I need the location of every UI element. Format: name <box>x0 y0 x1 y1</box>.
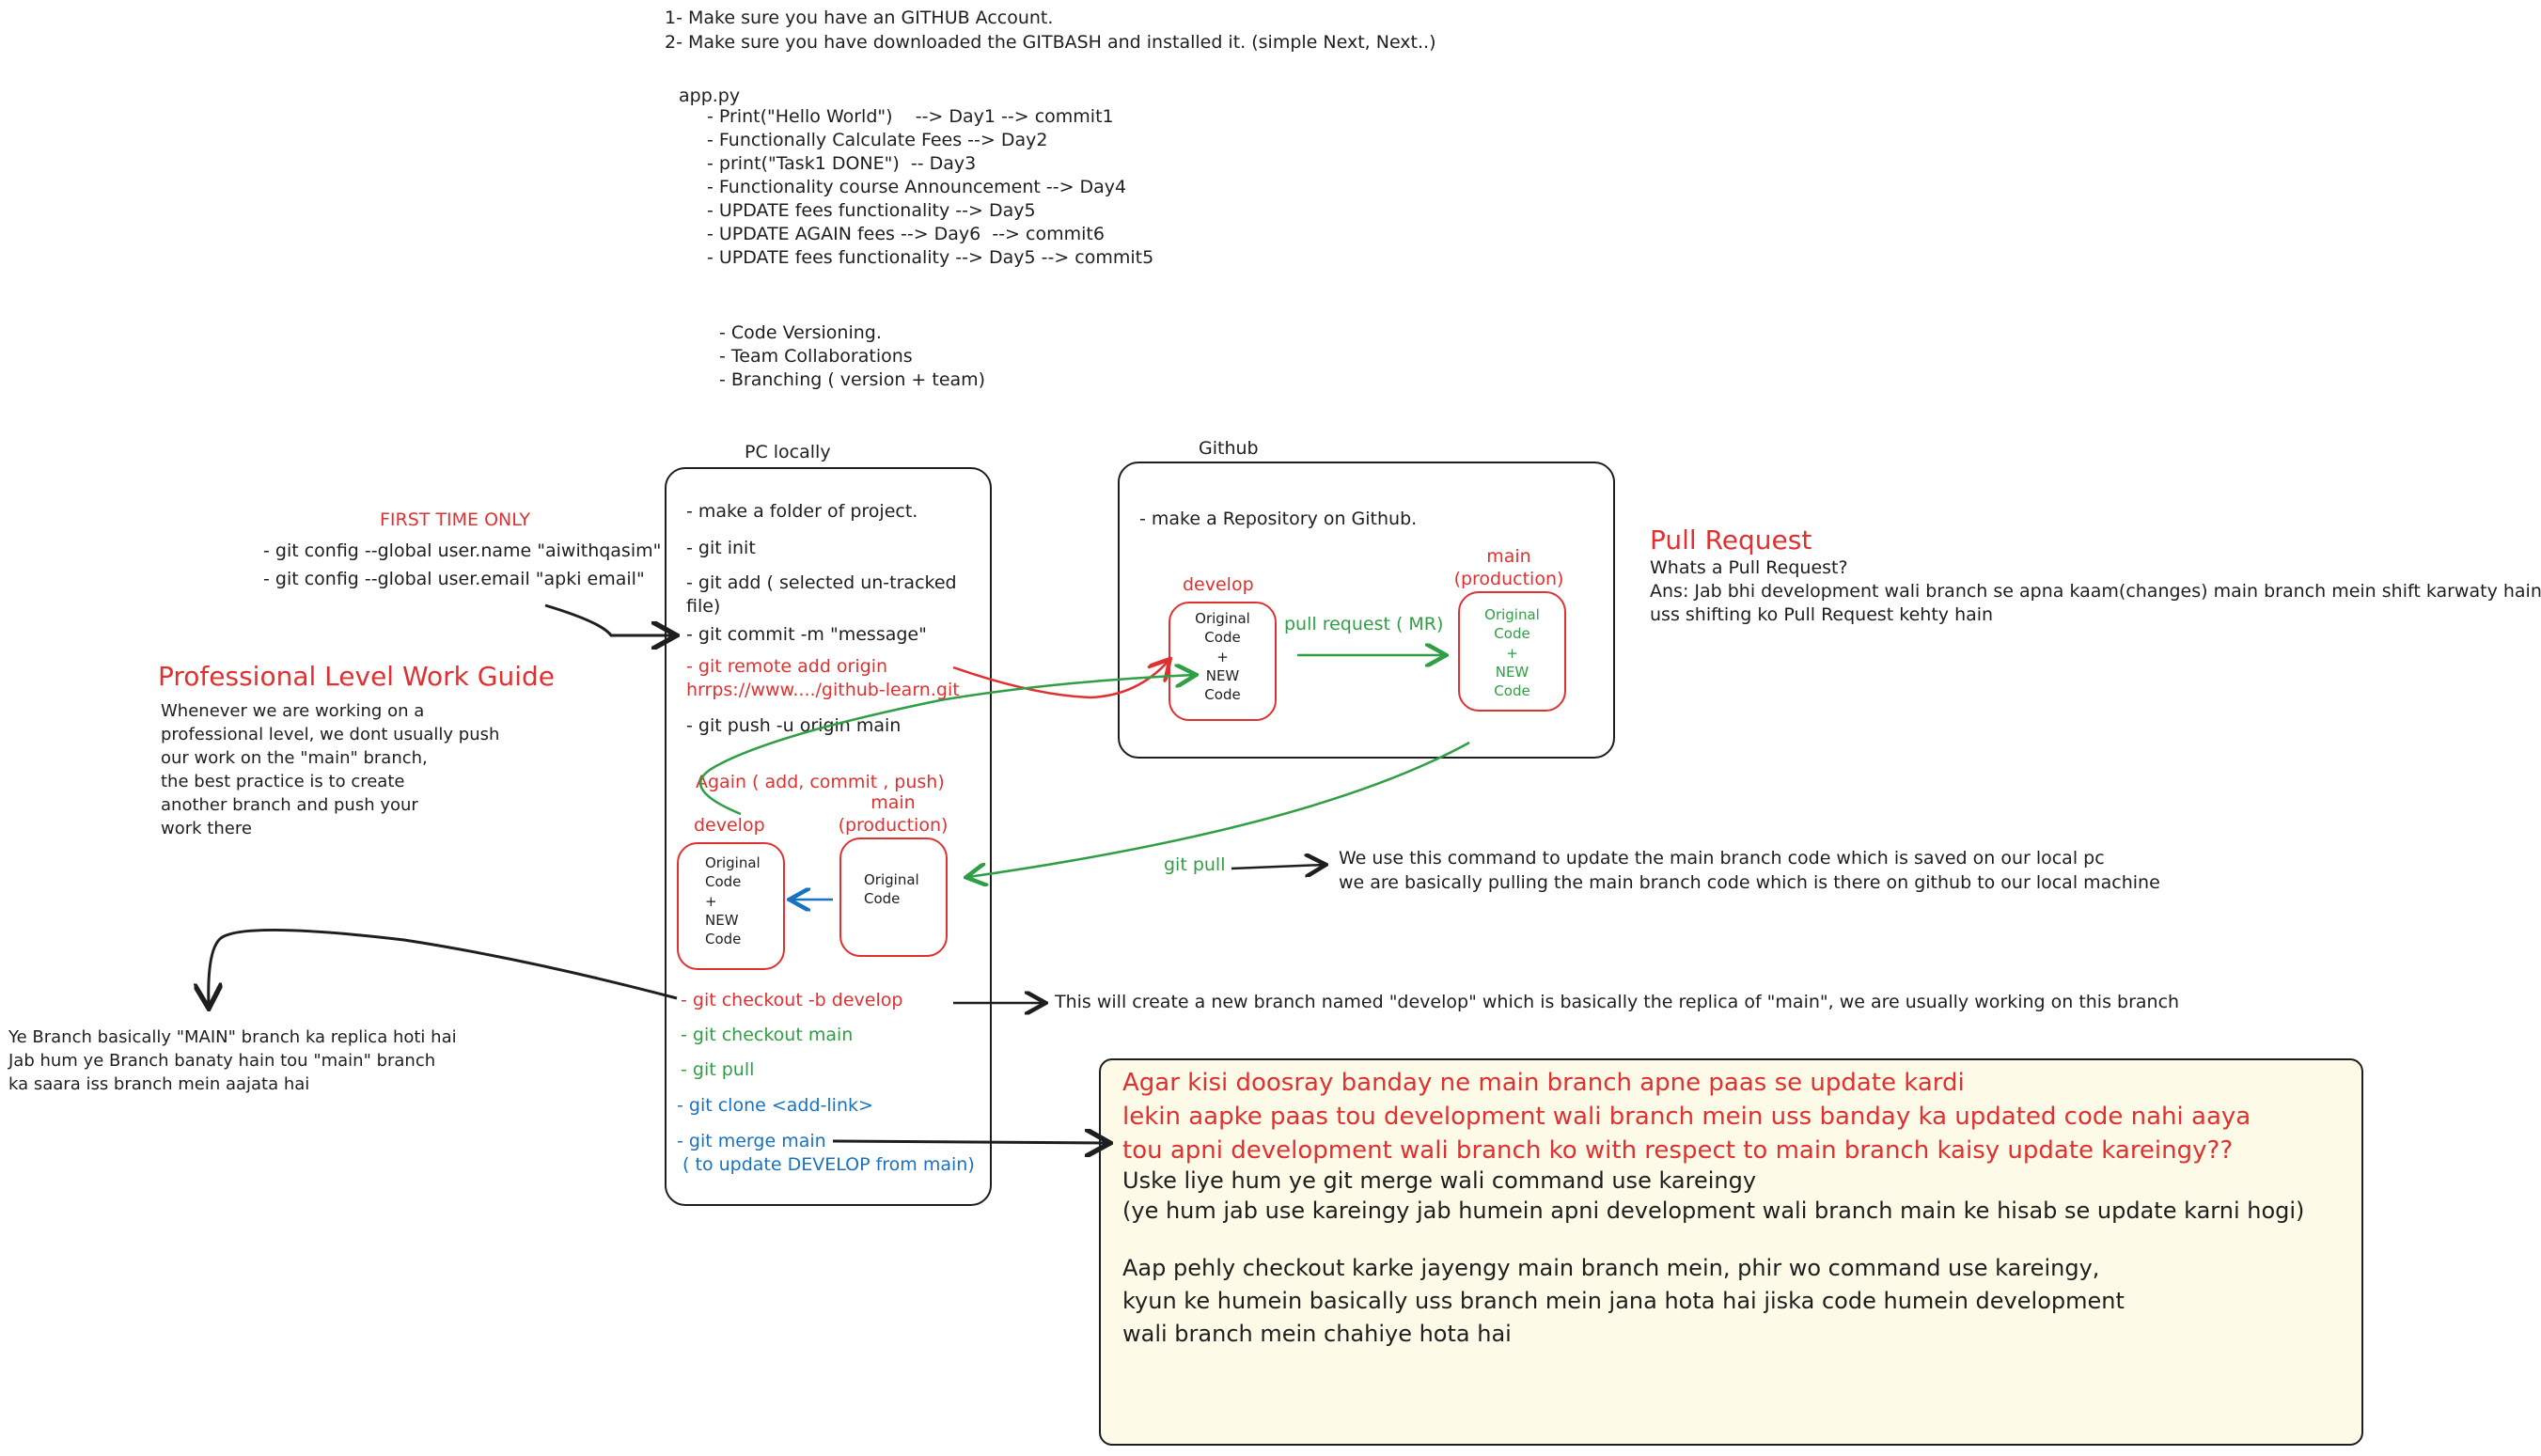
merge-note-answer: Uske liye hum ye git merge wali command … <box>1122 1167 2305 1224</box>
app-file-title: app.py <box>679 86 741 106</box>
local-develop-content: Original Code + NEW Code <box>705 854 761 947</box>
local-develop-label: develop <box>694 815 765 836</box>
pull-request-body: Whats a Pull Request? Ans: Jab bhi devel… <box>1650 557 2541 625</box>
app-line: - print("Task1 DONE") -- Day3 <box>707 153 977 174</box>
cmd-make-folder: - make a folder of project. <box>686 501 918 522</box>
cmd-git-merge: - git merge main ( to update DEVELOP fro… <box>677 1131 975 1175</box>
benefit-item: - Branching ( version + team) <box>719 369 986 390</box>
git-config-email: - git config --global user.email "apki e… <box>263 569 645 589</box>
intro-line-1: 1- Make sure you have an GITHUB Account. <box>665 8 1054 28</box>
git-config-name: - git config --global user.name "aiwithq… <box>263 540 662 561</box>
benefit-item: - Code Versioning. <box>719 322 882 343</box>
pull-request-label: pull request ( MR) <box>1284 614 1444 634</box>
local-develop-branch <box>677 842 785 970</box>
local-main-content: Original Code <box>864 871 919 908</box>
cmd-git-push: - git push -u origin main <box>686 715 902 736</box>
cmd-git-pull: - git pull <box>681 1059 755 1080</box>
cmd-git-init: - git init <box>686 538 756 558</box>
arrow-pull-description <box>1231 865 1324 869</box>
guide-body: Whenever we are working on a professiona… <box>161 701 500 838</box>
first-time-heading: FIRST TIME ONLY <box>380 509 530 530</box>
app-line: - Print("Hello World") --> Day1 --> comm… <box>707 106 1114 127</box>
github-main-label: main (production) <box>1453 546 1564 589</box>
replica-note: Ye Branch basically "MAIN" branch ka rep… <box>8 1027 457 1094</box>
pc-local-label: PC locally <box>745 442 831 462</box>
local-main-label: main (production) <box>838 792 949 836</box>
cmd-make-repo: - make a Repository on Github. <box>1139 509 1418 529</box>
cmd-checkout-develop: - git checkout -b develop <box>681 990 903 1010</box>
app-line: - UPDATE fees functionality --> Day5 -->… <box>707 247 1154 268</box>
guide-heading: Professional Level Work Guide <box>158 661 556 692</box>
app-line: - Functionality course Announcement --> … <box>707 177 1127 197</box>
pull-request-heading: Pull Request <box>1650 524 1812 556</box>
benefit-item: - Team Collaborations <box>719 346 913 367</box>
git-pull-description: We use this command to update the main b… <box>1339 848 2160 893</box>
merge-note-steps: Aap pehly checkout karke jayengy main br… <box>1122 1255 2125 1347</box>
github-develop-content: Original Code + NEW Code <box>1195 610 1250 703</box>
app-line: - Functionally Calculate Fees --> Day2 <box>707 130 1048 150</box>
arrow-config-to-commit <box>544 603 674 635</box>
intro-line-2: 2- Make sure you have downloaded the GIT… <box>665 32 1436 53</box>
again-label: Again ( add, commit , push) <box>696 772 945 792</box>
github-label: Github <box>1199 438 1259 459</box>
github-develop-label: develop <box>1183 574 1254 595</box>
app-line: - UPDATE AGAIN fees --> Day6 --> commit6 <box>707 224 1105 244</box>
checkout-description: This will create a new branch named "dev… <box>1055 992 2180 1012</box>
cmd-checkout-main: - git checkout main <box>681 1025 854 1045</box>
github-main-branch <box>1458 591 1566 712</box>
merge-note <box>1099 1058 2363 1446</box>
git-pull-label: git pull <box>1164 854 1226 875</box>
cmd-git-clone: - git clone <add-link> <box>677 1095 873 1116</box>
app-line: - UPDATE fees functionality --> Day5 <box>707 200 1036 221</box>
local-main-branch <box>839 838 948 957</box>
merge-note-question: Agar kisi doosray banday ne main branch … <box>1122 1069 2251 1165</box>
arrow-checkout-replica <box>209 928 678 1006</box>
cmd-git-remote: - git remote add origin hrrps://www..../… <box>686 656 960 700</box>
github-main-content: Original Code + NEW Code <box>1484 606 1540 699</box>
cmd-git-commit: - git commit -m "message" <box>686 624 927 645</box>
cmd-git-add: - git add ( selected un-tracked file) <box>686 572 957 617</box>
